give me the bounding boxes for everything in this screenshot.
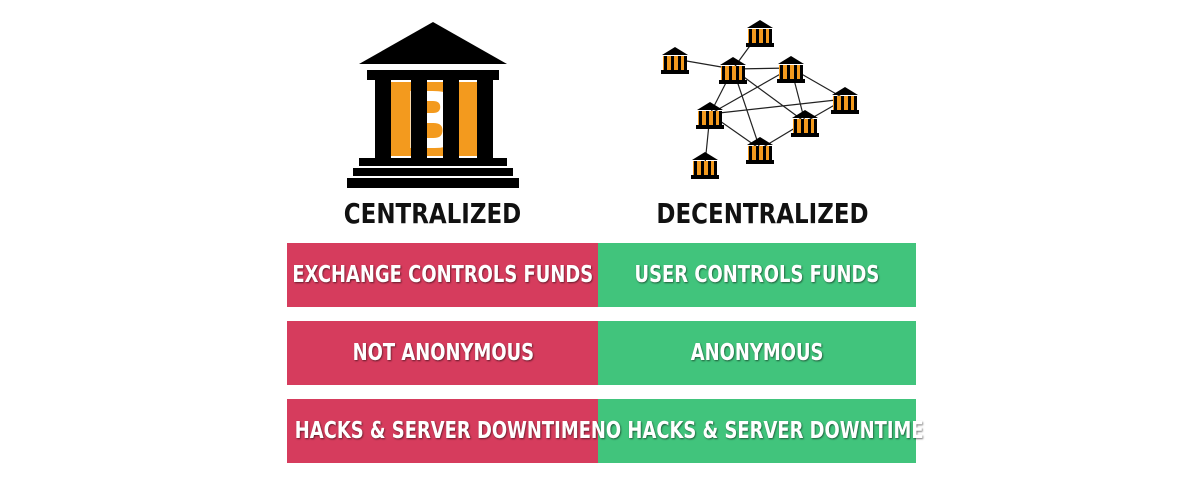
cell-text: ANONYMOUS [690,340,824,366]
centralized-heading: CENTRALIZED [343,197,522,230]
cell-text: EXCHANGE CONTROLS FUNDS [292,262,594,288]
centralized-cell-hacks: HACKS & SERVER DOWNTIME [287,399,599,463]
cell-text: HACKS & SERVER DOWNTIME [294,418,592,444]
decentralized-cell-anonymity: ANONYMOUS [598,321,916,385]
bank-network-icon [661,20,859,179]
centralized-cell-anonymity: NOT ANONYMOUS [287,321,599,385]
cell-text: USER CONTROLS FUNDS [634,262,880,288]
bank-building-icon: B [347,22,519,188]
cell-text: NOT ANONYMOUS [352,340,534,366]
decentralized-cell-hacks: NO HACKS & SERVER DOWNTIME [591,399,923,463]
cell-text: NO HACKS & SERVER DOWNTIME [590,418,924,444]
decentralized-heading: DECENTRALIZED [656,197,869,230]
decentralized-cell-funds-control: USER CONTROLS FUNDS [598,243,916,307]
centralized-cell-funds-control: EXCHANGE CONTROLS FUNDS [287,243,599,307]
